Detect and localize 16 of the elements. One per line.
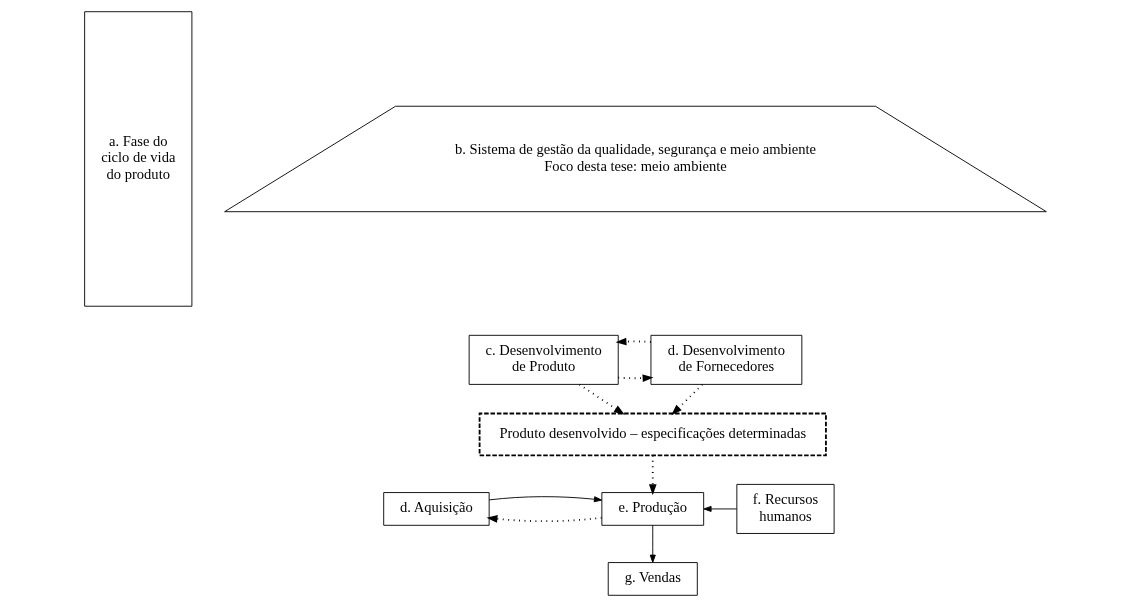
arrow xyxy=(616,374,654,382)
node-box: d. Aquisição xyxy=(382,492,490,526)
node-box: g. Vendas xyxy=(607,562,698,596)
arrow xyxy=(486,515,603,523)
arrow xyxy=(702,505,737,512)
arrow xyxy=(649,524,656,563)
node-box: d. Desenvolvimento de Fornecedores xyxy=(650,334,802,385)
node-box: a. Fase do ciclo de vida do produto xyxy=(83,11,192,307)
node-box: c. Desenvolvimento de Produto xyxy=(468,334,619,385)
arrow xyxy=(488,496,602,503)
arrow xyxy=(615,337,652,346)
node-box: Produto desenvolvido – especificações determinadas xyxy=(478,412,827,457)
node-box: e. Produção xyxy=(600,492,704,526)
arrow xyxy=(578,383,625,415)
node-box: f. Recursos humanos xyxy=(735,483,835,534)
arrow xyxy=(670,383,703,416)
